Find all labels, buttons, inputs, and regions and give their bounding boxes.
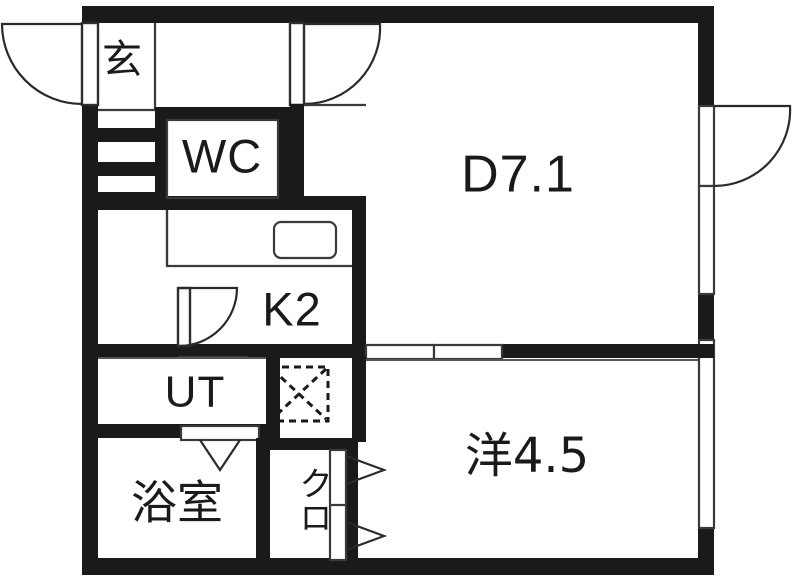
window-lower-right[interactable] bbox=[697, 338, 716, 530]
bathroom-door-group bbox=[179, 424, 261, 472]
room-labels: D7.1 洋4.5 K2 WC UT 浴室 玄 クロ bbox=[102, 37, 589, 534]
label-kitchen: K2 bbox=[262, 282, 322, 335]
dining-entry-door-panel[interactable] bbox=[288, 21, 306, 107]
bathroom-folding-door-symbol bbox=[199, 439, 241, 472]
label-western-room: 洋4.5 bbox=[465, 428, 589, 484]
western-room-left-wall bbox=[352, 356, 366, 442]
hall-dining-partition bbox=[290, 104, 366, 356]
kitchen-sink bbox=[272, 220, 338, 260]
closet-folding-door-upper bbox=[345, 454, 388, 486]
label-toilet: WC bbox=[182, 129, 262, 182]
dining-entry-door-swing-arc bbox=[303, 22, 382, 106]
balcony-door-swing-arc bbox=[713, 104, 792, 188]
dining-entry-door-group bbox=[288, 21, 382, 107]
closet-doors-group bbox=[328, 448, 388, 562]
entrance-door-group bbox=[0, 21, 100, 107]
shoe-cabinet-shelves bbox=[98, 128, 156, 206]
label-dining: D7.1 bbox=[461, 146, 575, 204]
balcony-door-panel[interactable] bbox=[697, 104, 716, 188]
label-entrance: 玄 bbox=[102, 37, 142, 83]
kitchen-area bbox=[82, 210, 366, 359]
outer-walls bbox=[82, 6, 714, 575]
entrance-door-panel[interactable] bbox=[80, 21, 100, 107]
right-wall-openings bbox=[697, 104, 792, 530]
kitchen-door-swing-arc bbox=[178, 286, 239, 348]
closet-folding-door-lower bbox=[345, 520, 388, 552]
label-bathroom: 浴室 bbox=[131, 476, 223, 530]
washing-machine-space bbox=[268, 365, 330, 423]
label-utility: UT bbox=[165, 368, 226, 417]
sliding-door-leaf-left[interactable] bbox=[364, 343, 436, 361]
window-upper-right[interactable] bbox=[697, 184, 716, 296]
bathroom-door-panel[interactable] bbox=[179, 424, 261, 442]
entrance-door-swing-arc bbox=[0, 22, 83, 106]
wc-inner-outline bbox=[165, 118, 280, 200]
label-closet: クロ bbox=[293, 466, 333, 534]
sliding-door-leaf-right[interactable] bbox=[432, 343, 504, 361]
kitchen-door-panel[interactable] bbox=[176, 286, 192, 348]
lower-left-partitions bbox=[256, 438, 358, 562]
sliding-partition-group bbox=[352, 343, 714, 361]
